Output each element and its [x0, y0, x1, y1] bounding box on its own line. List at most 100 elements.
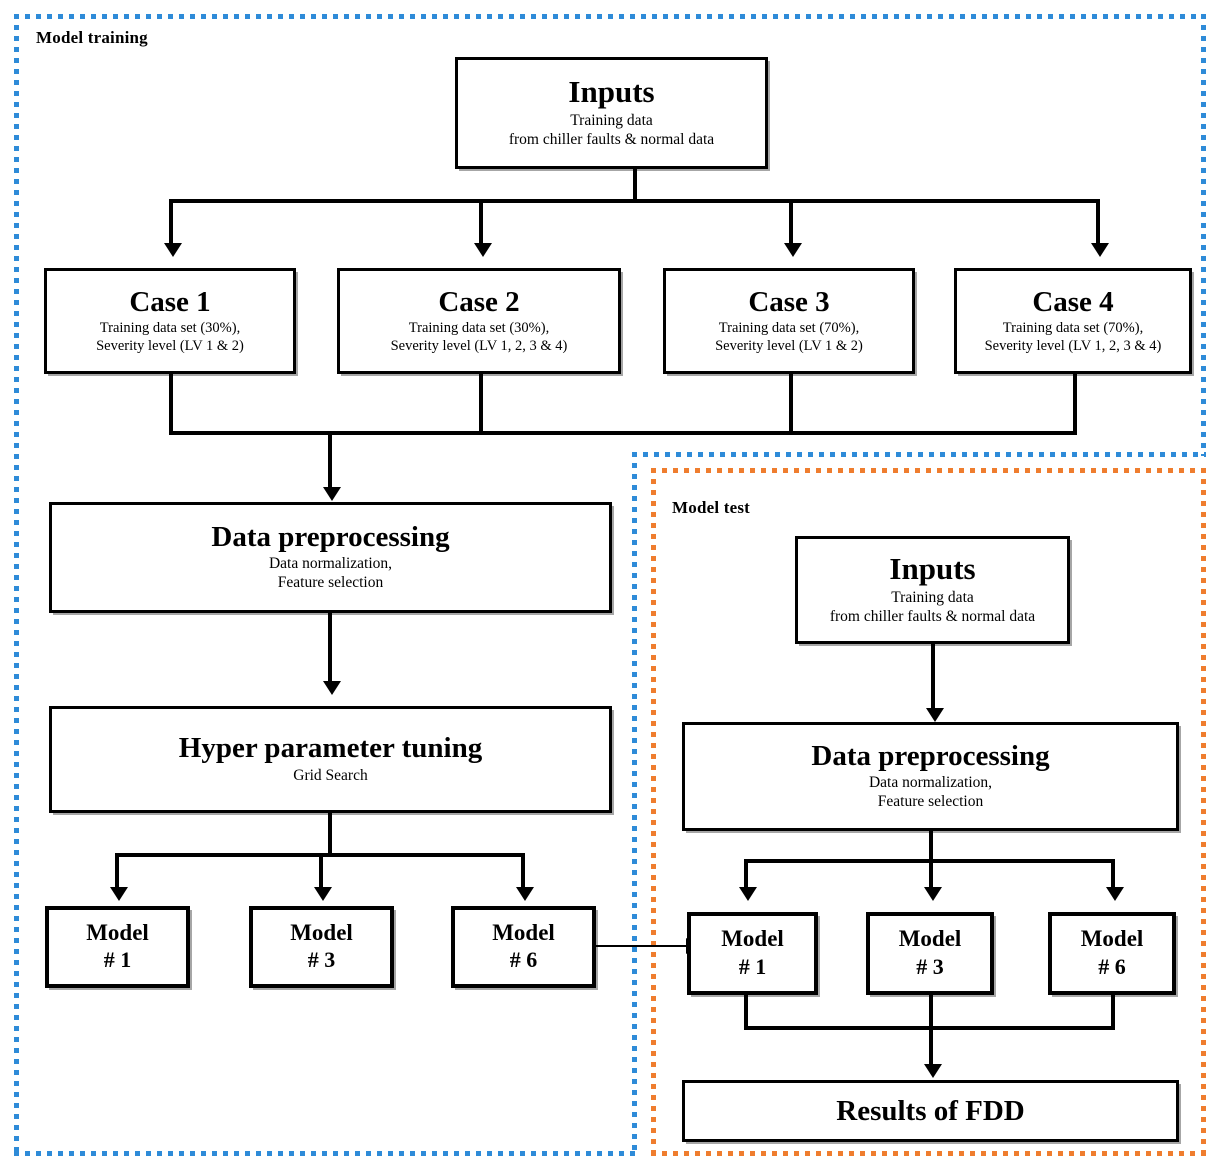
arrowhead-training-model-1	[110, 887, 128, 901]
training-model-1-box[interactable]: Model # 1	[45, 906, 190, 988]
case-4-subtitle-1: Training data set (70%),	[1002, 320, 1144, 337]
training-region-border-step-horizontal	[632, 452, 1206, 457]
test-model-6-box[interactable]: Model # 6	[1048, 912, 1176, 995]
case-1-title: Case 1	[129, 285, 211, 318]
connector-case-2-down	[479, 374, 483, 435]
case-2-subtitle-2: Severity level (LV 1, 2, 3 & 4)	[390, 337, 568, 354]
arrowhead-test-model-1	[739, 887, 757, 901]
test-region-border-bottom	[651, 1151, 1206, 1156]
arrowhead-case-2	[474, 243, 492, 257]
connector-merge-to-results	[929, 1026, 933, 1068]
case-2-box[interactable]: Case 2 Training data set (30%), Severity…	[337, 268, 621, 374]
connector-bus-to-case-1	[169, 199, 173, 247]
test-region-label: Model test	[672, 498, 751, 517]
training-inputs-subtitle-1: Training data	[570, 111, 653, 129]
test-model-1-box[interactable]: Model # 1	[687, 912, 818, 995]
training-region-border-bottom	[14, 1151, 637, 1156]
test-model-6-title: Model	[1080, 926, 1144, 952]
connector-test-inputs-to-preprocessing	[931, 644, 935, 712]
connector-case-1-down	[169, 374, 173, 435]
connector-training-to-test	[596, 945, 688, 947]
hyper-parameter-tuning-subtitle: Grid Search	[293, 766, 368, 784]
connector-case-merge-bus	[169, 431, 1077, 435]
hyper-parameter-tuning-box[interactable]: Hyper parameter tuning Grid Search	[49, 706, 612, 813]
training-preprocessing-subtitle-2: Feature selection	[277, 574, 384, 592]
results-of-fdd-box[interactable]: Results of FDD	[682, 1080, 1179, 1142]
test-inputs-box[interactable]: Inputs Training data from chiller faults…	[795, 536, 1070, 644]
connector-test-model-3-down	[929, 995, 933, 1030]
training-preprocessing-title: Data preprocessing	[211, 520, 450, 553]
case-2-title: Case 2	[438, 285, 520, 318]
case-1-subtitle-2: Severity level (LV 1 & 2)	[96, 337, 244, 354]
test-inputs-title: Inputs	[889, 551, 976, 587]
arrowhead-test-preprocessing	[926, 708, 944, 722]
arrowhead-case-1	[164, 243, 182, 257]
test-model-1-title: Model	[721, 926, 784, 952]
connector-bus-to-model-3	[319, 853, 323, 891]
test-inputs-subtitle-2: from chiller faults & normal data	[829, 607, 1036, 625]
training-inputs-title: Inputs	[568, 74, 655, 110]
connector-bus-to-test-model-1	[744, 859, 748, 891]
connector-bus-to-case-3	[789, 199, 793, 247]
test-inputs-subtitle-1: Training data	[891, 588, 974, 606]
test-region-border-left	[651, 468, 656, 1156]
connector-case-3-down	[789, 374, 793, 435]
training-model-6-title: Model	[492, 919, 555, 945]
connector-bus-to-test-model-3	[929, 859, 933, 891]
case-3-subtitle-1: Training data set (70%),	[718, 320, 860, 337]
training-model-3-box[interactable]: Model # 3	[249, 906, 394, 988]
case-3-box[interactable]: Case 3 Training data set (70%), Severity…	[663, 268, 915, 374]
test-preprocessing-subtitle-2: Feature selection	[877, 793, 984, 811]
test-preprocessing-title: Data preprocessing	[811, 739, 1050, 772]
case-4-subtitle-2: Severity level (LV 1, 2, 3 & 4)	[984, 337, 1162, 354]
connector-test-model-6-down	[1111, 995, 1115, 1030]
connector-test-preprocessing-down	[929, 831, 933, 863]
training-model-1-number: # 1	[103, 947, 132, 973]
case-4-box[interactable]: Case 4 Training data set (70%), Severity…	[954, 268, 1192, 374]
test-model-3-title: Model	[898, 926, 962, 952]
arrowhead-case-3	[784, 243, 802, 257]
connector-case-4-down	[1073, 374, 1077, 435]
training-inputs-subtitle-2: from chiller faults & normal data	[508, 130, 715, 148]
test-region-border-top	[651, 468, 1206, 473]
test-preprocessing-subtitle-1: Data normalization,	[868, 774, 993, 792]
training-region-border-right-lower	[632, 452, 637, 1156]
connector-bus-to-case-2	[479, 199, 483, 247]
case-1-subtitle-1: Training data set (30%),	[99, 320, 241, 337]
training-preprocessing-subtitle-1: Data normalization,	[268, 555, 393, 573]
connector-preprocessing-to-tuning	[328, 613, 332, 685]
training-region-label: Model training	[36, 28, 148, 47]
case-2-subtitle-1: Training data set (30%),	[408, 320, 550, 337]
connector-inputs-to-bus	[633, 169, 637, 202]
training-model-3-title: Model	[290, 919, 353, 945]
arrowhead-training-model-6	[516, 887, 534, 901]
connector-bus-to-model-6	[521, 853, 525, 891]
training-region-border-right-upper	[1201, 14, 1206, 456]
connector-test-model-1-down	[744, 995, 748, 1030]
training-model-6-number: # 6	[509, 947, 538, 973]
connector-tuning-down	[328, 813, 332, 857]
case-3-subtitle-2: Severity level (LV 1 & 2)	[715, 337, 863, 354]
training-preprocessing-box[interactable]: Data preprocessing Data normalization, F…	[49, 502, 612, 613]
training-model-6-box[interactable]: Model # 6	[451, 906, 596, 988]
training-region-border-top	[14, 14, 1206, 19]
results-of-fdd-title: Results of FDD	[836, 1094, 1025, 1127]
case-1-box[interactable]: Case 1 Training data set (30%), Severity…	[44, 268, 296, 374]
training-model-3-number: # 3	[307, 947, 336, 973]
connector-merge-to-preprocessing	[328, 431, 332, 491]
test-preprocessing-box[interactable]: Data preprocessing Data normalization, F…	[682, 722, 1179, 831]
arrowhead-test-model-3	[924, 887, 942, 901]
test-model-3-box[interactable]: Model # 3	[866, 912, 994, 995]
case-3-title: Case 3	[748, 285, 830, 318]
test-model-1-number: # 1	[738, 953, 767, 979]
arrowhead-results	[924, 1064, 942, 1078]
training-inputs-box[interactable]: Inputs Training data from chiller faults…	[455, 57, 768, 169]
arrowhead-tuning	[323, 681, 341, 695]
connector-case-distribution-bus	[169, 199, 1100, 203]
training-region-border-left	[14, 14, 19, 1156]
hyper-parameter-tuning-title: Hyper parameter tuning	[178, 732, 483, 765]
connector-bus-to-test-model-6	[1111, 859, 1115, 891]
connector-bus-to-case-4	[1096, 199, 1100, 247]
test-model-3-number: # 3	[916, 953, 944, 979]
